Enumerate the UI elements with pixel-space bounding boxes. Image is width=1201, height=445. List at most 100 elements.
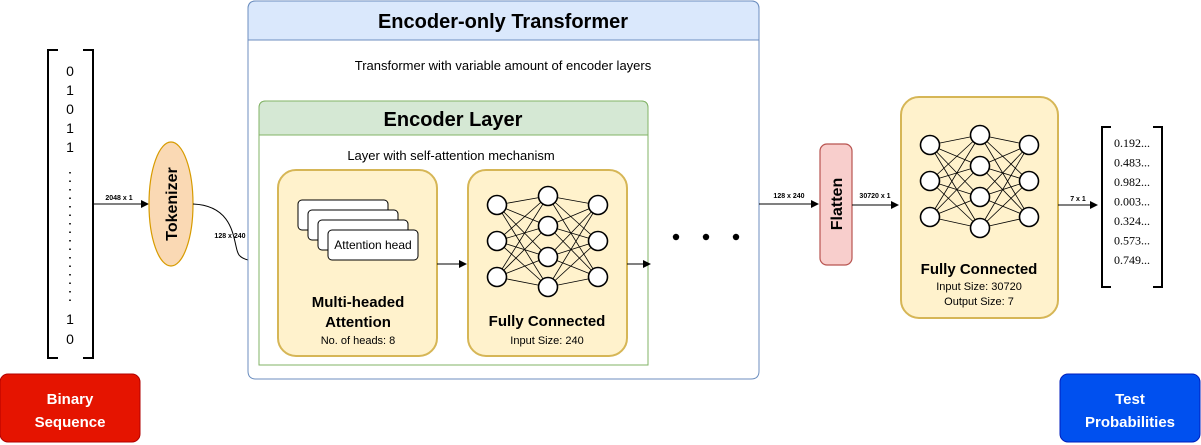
network-edge xyxy=(547,195,599,242)
network-edge xyxy=(929,134,981,218)
output-vector-value: 0.192... xyxy=(1114,136,1150,150)
network-edge xyxy=(979,144,1030,198)
network-edge xyxy=(547,204,599,288)
binary-sequence-box: Binary Sequence xyxy=(0,373,141,443)
input-vector-value: 1 xyxy=(66,120,74,136)
outer-neural-network-icon xyxy=(919,124,1040,239)
network-node xyxy=(1018,206,1040,228)
network-edge xyxy=(979,134,1030,182)
binary-sequence-label-line1: Binary xyxy=(47,391,94,408)
network-edge xyxy=(979,144,1030,229)
tokenizer-node: Tokenizer xyxy=(148,141,194,267)
input-vector-value: 0 xyxy=(66,331,74,347)
network-node xyxy=(969,155,991,177)
network-node xyxy=(919,134,941,156)
output-vector-value: 0.324... xyxy=(1114,214,1150,228)
output-vector: 0.192... 0.483... 0.982... 0.003... 0.324...… xyxy=(1101,126,1163,288)
outer-fc-detail-line2: Output Size: 7 xyxy=(944,296,1014,308)
edge-label-input-to-tokenizer: 2048 x 1 xyxy=(105,195,132,202)
network-edge xyxy=(929,165,981,218)
edge-label-fc-to-output: 7 x 1 xyxy=(1070,196,1086,203)
outer-fc-title: Fully Connected xyxy=(921,261,1038,278)
inner-fully-connected-block: Fully Connected Input Size: 240 xyxy=(467,169,628,357)
network-edge xyxy=(929,144,981,198)
output-vector-value: 0.003... xyxy=(1114,195,1150,209)
encoder-layer-subtitle: Layer with self-attention mechanism xyxy=(347,148,554,163)
network-node xyxy=(537,185,559,207)
more-layers-ellipsis xyxy=(672,233,740,241)
tokenizer-label: Tokenizer xyxy=(164,167,181,241)
edge-label-encoder-to-flatten: 128 x 240 xyxy=(773,193,804,200)
attention-head-card xyxy=(327,229,419,261)
output-vector-value: 0.573... xyxy=(1114,234,1150,248)
network-node xyxy=(587,266,609,288)
attention-head-label: Attention head xyxy=(334,238,411,252)
encoder-only-subtitle: Transformer with variable amount of enco… xyxy=(355,58,652,73)
network-edge xyxy=(929,134,981,182)
network-node xyxy=(587,194,609,216)
test-probabilities-label-line1: Test xyxy=(1115,391,1145,408)
encoder-layer-title: Encoder Layer xyxy=(384,109,523,131)
network-edge xyxy=(929,144,981,229)
network-edge xyxy=(496,204,549,288)
network-node xyxy=(537,246,559,268)
inner-fc-title: Fully Connected xyxy=(489,313,606,330)
attention-title-line1: Multi-headed xyxy=(312,294,405,311)
network-edge xyxy=(496,195,549,242)
output-vector-value: 0.749... xyxy=(1114,253,1150,267)
outer-fc-detail-line1: Input Size: 30720 xyxy=(936,281,1022,293)
network-edge xyxy=(979,180,1030,229)
attention-title-line2: Attention xyxy=(325,314,391,331)
network-edge xyxy=(547,204,599,258)
network-node xyxy=(969,186,991,208)
network-edge xyxy=(547,240,599,288)
network-node xyxy=(1018,170,1040,192)
edge-label-flatten-to-fc: 30720 x 1 xyxy=(859,193,890,200)
network-node xyxy=(969,124,991,146)
network-edge xyxy=(496,195,549,278)
network-node xyxy=(537,215,559,237)
multi-headed-attention-block: Attention head Multi-headed Attention No… xyxy=(277,169,438,357)
network-node xyxy=(969,217,991,239)
network-node xyxy=(587,230,609,252)
network-node xyxy=(486,230,508,252)
encoder-only-title: Encoder-only Transformer xyxy=(378,11,628,33)
network-edge xyxy=(496,204,549,258)
binary-sequence-label-line2: Sequence xyxy=(35,414,106,431)
input-vector-value: 0 xyxy=(66,63,74,79)
network-edge xyxy=(979,134,1030,218)
output-vector-right-bracket xyxy=(1153,126,1163,288)
flatten-node: Flatten xyxy=(819,143,853,266)
attention-detail: No. of heads: 8 xyxy=(321,335,396,347)
edge-label-tokenizer-to-attention: 128 x 240 xyxy=(214,233,245,240)
network-node xyxy=(486,194,508,216)
outer-fully-connected-block: Fully Connected Input Size: 30720 Output… xyxy=(900,96,1059,319)
inner-fc-detail: Input Size: 240 xyxy=(510,335,583,347)
input-vector-value: 0 xyxy=(66,101,74,117)
network-edge xyxy=(496,225,549,278)
network-node xyxy=(919,206,941,228)
network-node xyxy=(1018,134,1040,156)
flatten-label: Flatten xyxy=(829,178,846,230)
output-vector-value: 0.483... xyxy=(1114,156,1150,170)
network-edge xyxy=(979,165,1030,218)
input-vector-value: 1 xyxy=(66,82,74,98)
output-vector-value: 0.982... xyxy=(1114,175,1150,189)
network-edge xyxy=(547,195,599,278)
network-edge xyxy=(547,225,599,278)
inner-neural-network-icon xyxy=(486,185,609,298)
input-vector-left-bracket xyxy=(47,49,58,359)
input-vector-value: 1 xyxy=(66,139,74,155)
network-edge xyxy=(496,240,549,288)
network-node xyxy=(537,276,559,298)
network-node xyxy=(919,170,941,192)
test-probabilities-box: Test Probabilities xyxy=(1059,373,1201,443)
input-vector: 0 1 0 1 1 1 0 xyxy=(47,49,94,359)
input-vector-value: 1 xyxy=(66,311,74,327)
output-vector-left-bracket xyxy=(1101,126,1111,288)
network-edge xyxy=(929,180,981,229)
test-probabilities-label-line2: Probabilities xyxy=(1085,414,1175,431)
input-vector-right-bracket xyxy=(83,49,94,359)
